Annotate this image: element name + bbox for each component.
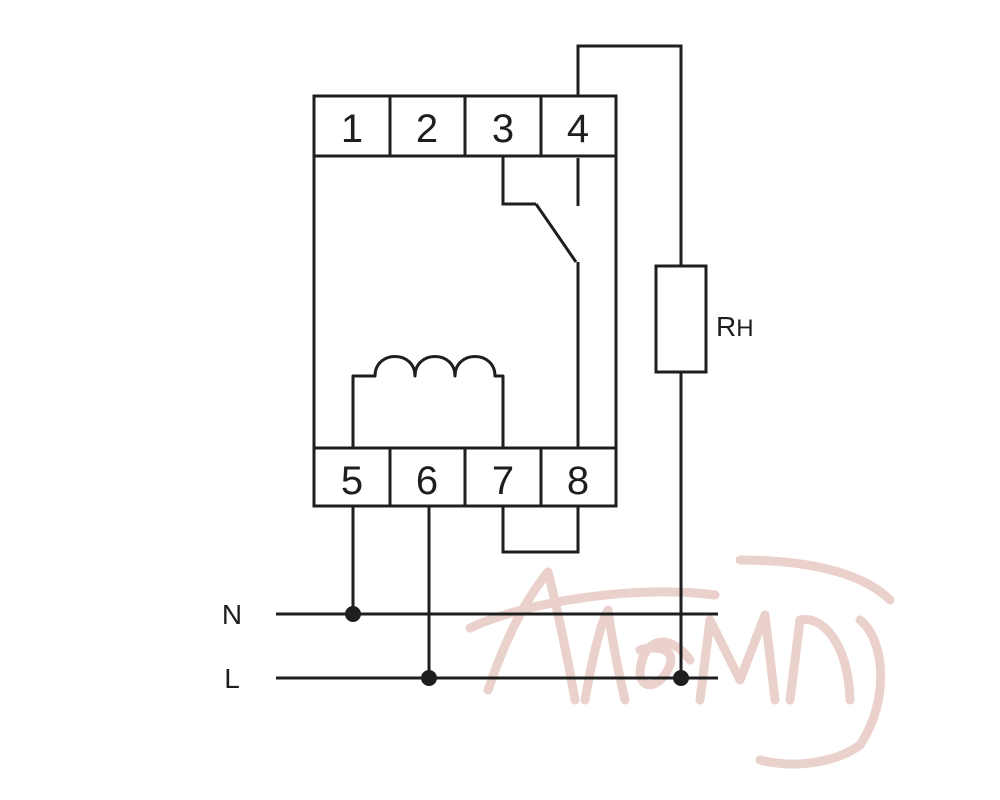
relay-device <box>312 94 618 508</box>
load-resistor-label-sub: H <box>736 315 753 342</box>
bottom-terminals: 5 6 7 8 <box>341 459 589 503</box>
terminal-8: 8 <box>567 459 589 503</box>
watermark-logo <box>465 555 895 769</box>
external-wiring <box>351 44 683 678</box>
relay-coil <box>351 355 505 448</box>
load-resistor-label: RH <box>716 311 754 342</box>
terminal-1: 1 <box>341 107 363 151</box>
junction-dot-n <box>345 606 361 622</box>
junction-dot-l-load <box>673 670 689 686</box>
terminal-7: 7 <box>492 459 514 503</box>
relay-contact <box>501 156 580 448</box>
load-resistor-label-main: R <box>716 311 736 342</box>
terminal-5: 5 <box>341 459 363 503</box>
top-terminals: 1 2 3 4 <box>341 107 589 151</box>
terminal-6: 6 <box>416 459 438 503</box>
terminal-3: 3 <box>492 107 514 151</box>
terminal-2: 2 <box>416 107 438 151</box>
neutral-label: N <box>222 599 242 630</box>
terminal-4: 4 <box>567 107 589 151</box>
load-resistor <box>654 264 708 374</box>
junction-dot-l-terminal6 <box>421 670 437 686</box>
live-label: L <box>224 663 240 694</box>
